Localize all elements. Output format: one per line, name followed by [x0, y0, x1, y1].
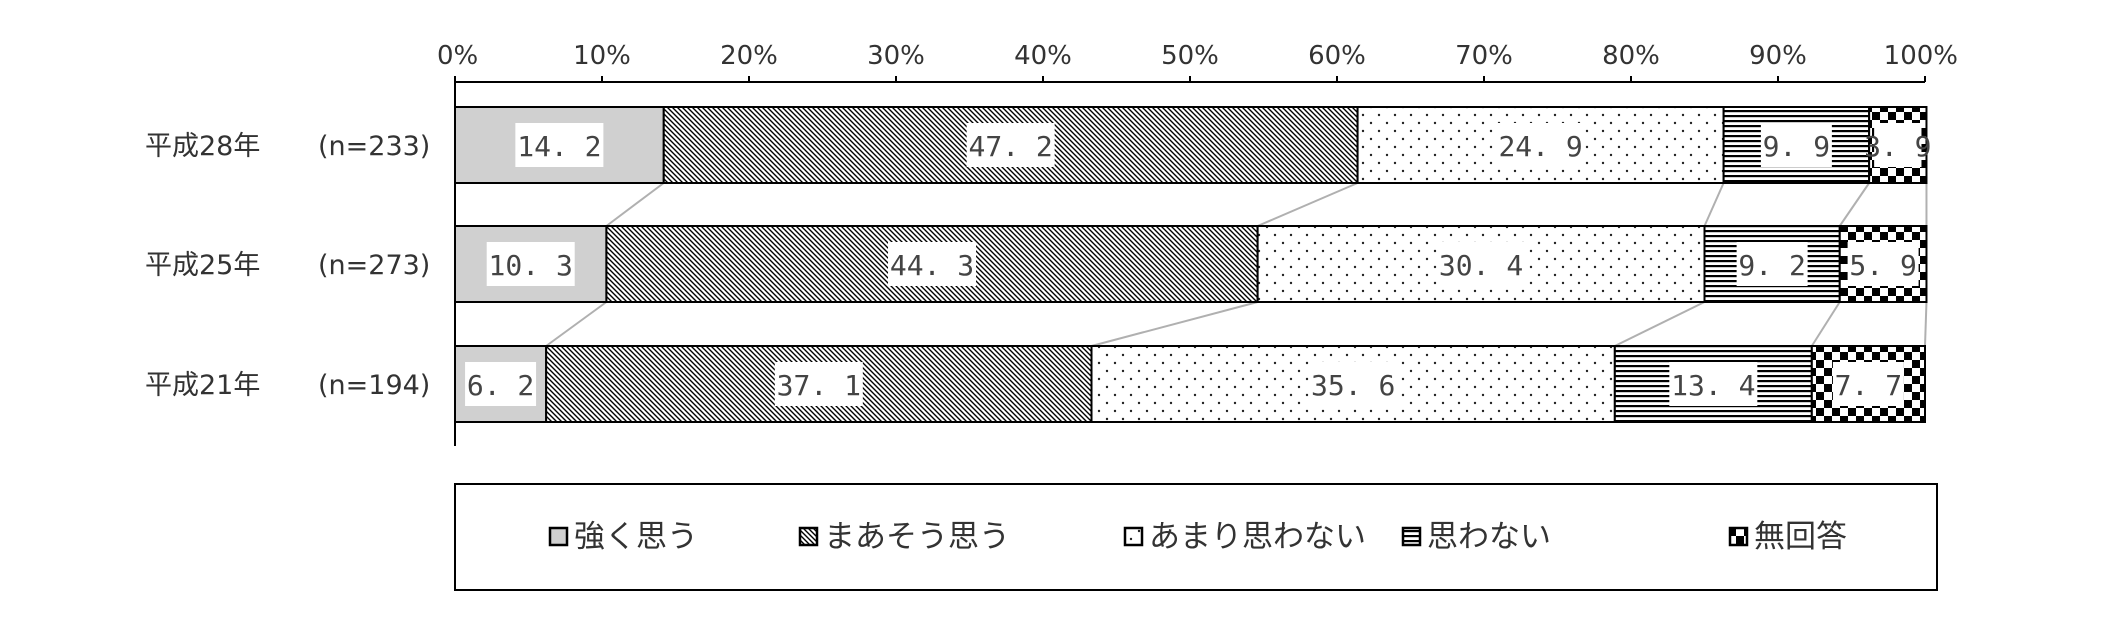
category-n-label: (n=233)	[318, 131, 430, 162]
data-label-background	[1309, 362, 1398, 406]
data-label: 44. 3	[890, 249, 974, 282]
legend-label: まあそう思う	[824, 519, 1010, 555]
x-axis: 0% 10% 20% 30% 40% 50% 60% 70% 80% 90% 100%	[437, 41, 1958, 446]
data-label: 47. 2	[969, 130, 1053, 163]
x-tick-label: 10%	[573, 41, 631, 71]
data-label: 30. 4	[1439, 249, 1523, 282]
legend-label: 強く思う	[574, 519, 698, 555]
data-label: 14. 2	[517, 130, 601, 163]
category-year-label: 平成21年	[145, 370, 260, 401]
data-label-background	[1669, 362, 1758, 406]
connector-line	[605, 182, 665, 227]
x-tick-label: 50%	[1161, 41, 1219, 71]
x-tick-label: 60%	[1308, 41, 1366, 71]
legend-swatch	[1123, 526, 1144, 547]
data-label: 9. 9	[1763, 130, 1830, 163]
data-label-background	[1496, 123, 1585, 167]
data-label-background	[1437, 242, 1526, 286]
x-tick-label: 40%	[1014, 41, 1072, 71]
data-label-background	[515, 123, 604, 167]
data-label-background	[774, 362, 863, 406]
data-label: 24. 9	[1498, 130, 1582, 163]
connector-line	[1091, 301, 1258, 347]
x-tick-label: 30%	[867, 41, 925, 71]
data-labels: 14. 2 47. 2 24. 9 9. 9 3. 9 10. 3 44. 3 30. 4 9.…	[465, 123, 1932, 406]
category-n-label: (n=194)	[318, 370, 430, 401]
connector-line	[1614, 301, 1705, 347]
data-label: 35. 6	[1311, 369, 1395, 402]
legend-label: あまり思わない	[1149, 519, 1366, 555]
legend-swatch	[798, 526, 819, 547]
data-label-background	[1847, 242, 1919, 286]
data-label: 37. 1	[777, 369, 861, 402]
data-label-background	[1736, 242, 1808, 286]
legend: 強く思う まあそう思う あまり思わない 思わない 無回答	[454, 483, 1938, 591]
data-label-background	[888, 242, 977, 286]
data-label: 10. 3	[489, 249, 573, 282]
data-label-background	[1874, 123, 1922, 167]
connector-line	[1838, 182, 1870, 227]
data-label-background	[486, 242, 575, 286]
data-label-background	[1760, 123, 1832, 167]
legend-swatch	[548, 526, 569, 547]
data-label: 3. 9	[1864, 130, 1931, 163]
x-tick-label: 0%	[437, 41, 478, 71]
data-label: 6. 2	[467, 369, 534, 402]
x-tick-label: 80%	[1602, 41, 1660, 71]
data-label-background	[1832, 362, 1904, 406]
connector-line	[545, 301, 607, 347]
x-tick-label: 90%	[1749, 41, 1807, 71]
legend-label: 思わない	[1427, 519, 1551, 555]
connector-line	[1810, 301, 1841, 347]
category-labels: 平成28年 (n=233) 平成25年 (n=273) 平成21年 (n=194)	[145, 131, 430, 401]
legend-swatch	[1728, 526, 1749, 547]
connector-lines	[545, 182, 1928, 347]
category-year-label: 平成28年	[145, 131, 260, 162]
x-tick-label: 70%	[1455, 41, 1513, 71]
data-label-background	[465, 362, 537, 406]
data-label: 7. 7	[1835, 369, 1902, 402]
connector-line	[1924, 301, 1928, 347]
x-tick-label: 20%	[720, 41, 778, 71]
data-label: 9. 2	[1738, 249, 1805, 282]
connector-line	[1257, 182, 1358, 227]
connector-line	[1703, 182, 1725, 227]
legend-swatch	[1401, 526, 1422, 547]
legend-label: 無回答	[1754, 519, 1847, 555]
data-label-background	[966, 123, 1055, 167]
data-label: 5. 9	[1849, 249, 1916, 282]
category-year-label: 平成25年	[145, 250, 260, 281]
category-n-label: (n=273)	[318, 250, 430, 281]
data-label: 13. 4	[1671, 369, 1755, 402]
x-tick-label: 100%	[1884, 41, 1958, 71]
legend-box	[454, 483, 1938, 591]
